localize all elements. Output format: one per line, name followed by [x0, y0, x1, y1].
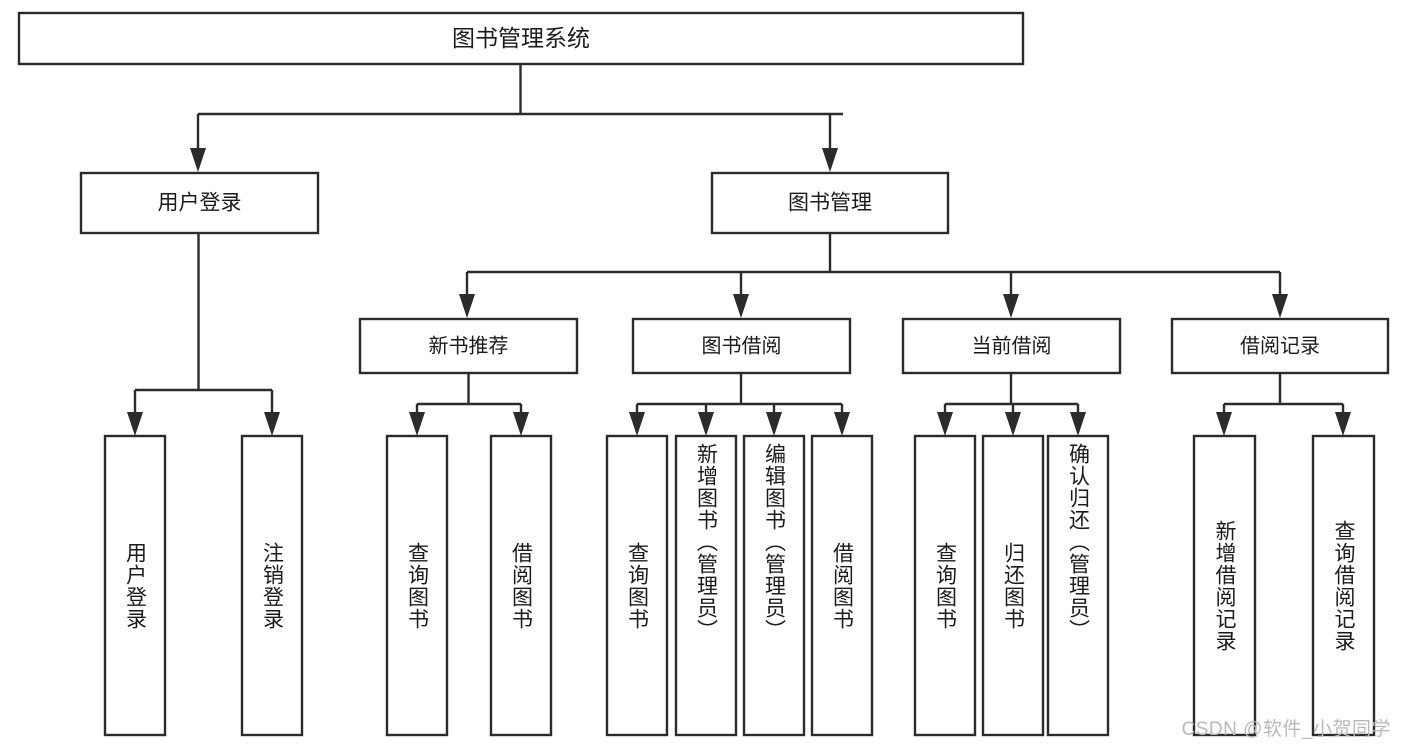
connector-userlogin-to-leaves — [127, 234, 280, 436]
leaf-box-confirm-return[interactable] — [1046, 434, 1110, 737]
leaf-box-query-record[interactable] — [1311, 434, 1376, 737]
node-borrow-record-label: 借阅记录 — [1240, 334, 1320, 357]
leaf-box-user-login[interactable] — [103, 434, 167, 737]
node-user-login[interactable]: 用户登录 — [79, 171, 320, 235]
arrow-head-icon — [834, 412, 850, 436]
arrow-head-icon — [1003, 294, 1019, 318]
arrow-head-icon — [1070, 412, 1086, 436]
arrow-head-icon — [698, 412, 714, 436]
node-new-book-recommend-label: 新书推荐 — [429, 334, 509, 357]
connector-root-to-level1 — [190, 65, 843, 172]
arrow-head-icon — [459, 294, 475, 318]
arrow-head-icon — [733, 294, 749, 318]
arrow-head-icon — [409, 412, 425, 436]
leaf-box-query-book-3[interactable] — [913, 434, 977, 737]
connector-currentborrow-to-leaves — [937, 373, 1086, 436]
leaf-box-query-book-1[interactable] — [385, 434, 449, 737]
arrow-head-icon — [1272, 294, 1288, 318]
arrow-head-icon — [1216, 412, 1232, 436]
arrow-head-icon — [822, 148, 838, 172]
leaf-box-add-book[interactable] — [674, 434, 738, 737]
node-borrow-record[interactable]: 借阅记录 — [1170, 317, 1390, 375]
node-book-management-label: 图书管理 — [788, 192, 872, 215]
node-current-borrow[interactable]: 当前借阅 — [901, 317, 1122, 375]
node-book-borrow[interactable]: 图书借阅 — [631, 317, 852, 375]
arrow-head-icon — [1005, 412, 1021, 436]
leaf-boxes — [103, 434, 1376, 737]
node-user-login-label: 用户登录 — [158, 192, 242, 215]
leaf-box-query-book-2[interactable] — [605, 434, 669, 737]
connector-borrowrecord-to-leaves — [1216, 373, 1351, 436]
connector-newbook-to-leaves — [409, 373, 529, 436]
leaf-box-borrow-book-1[interactable] — [489, 434, 553, 737]
watermark-text: CSDN @软件_小贺同学 — [1181, 719, 1391, 740]
connector-bookborrow-to-leaves — [629, 373, 850, 436]
arrow-head-icon — [127, 412, 143, 436]
arrow-head-icon — [766, 412, 782, 436]
leaf-box-logout-login[interactable] — [240, 434, 304, 737]
leaf-box-return-book[interactable] — [981, 434, 1045, 737]
leaf-box-edit-book[interactable] — [742, 434, 806, 737]
connector-bookmgmt-to-level2 — [459, 234, 1288, 318]
arrow-head-icon — [190, 148, 206, 172]
leaf-box-add-record[interactable] — [1192, 434, 1257, 737]
arrow-head-icon — [513, 412, 529, 436]
arrow-head-icon — [264, 412, 280, 436]
node-current-borrow-label: 当前借阅 — [972, 334, 1052, 357]
arrow-head-icon — [1335, 412, 1351, 436]
leaf-box-borrow-book-2[interactable] — [810, 434, 874, 737]
node-book-management[interactable]: 图书管理 — [710, 171, 950, 235]
arrow-head-icon — [629, 412, 645, 436]
node-book-borrow-label: 图书借阅 — [702, 334, 782, 357]
node-new-book-recommend[interactable]: 新书推荐 — [358, 317, 579, 375]
arrow-head-icon — [937, 412, 953, 436]
node-system-title-label: 图书管理系统 — [452, 25, 590, 51]
node-system-title[interactable]: 图书管理系统 — [17, 11, 1025, 66]
